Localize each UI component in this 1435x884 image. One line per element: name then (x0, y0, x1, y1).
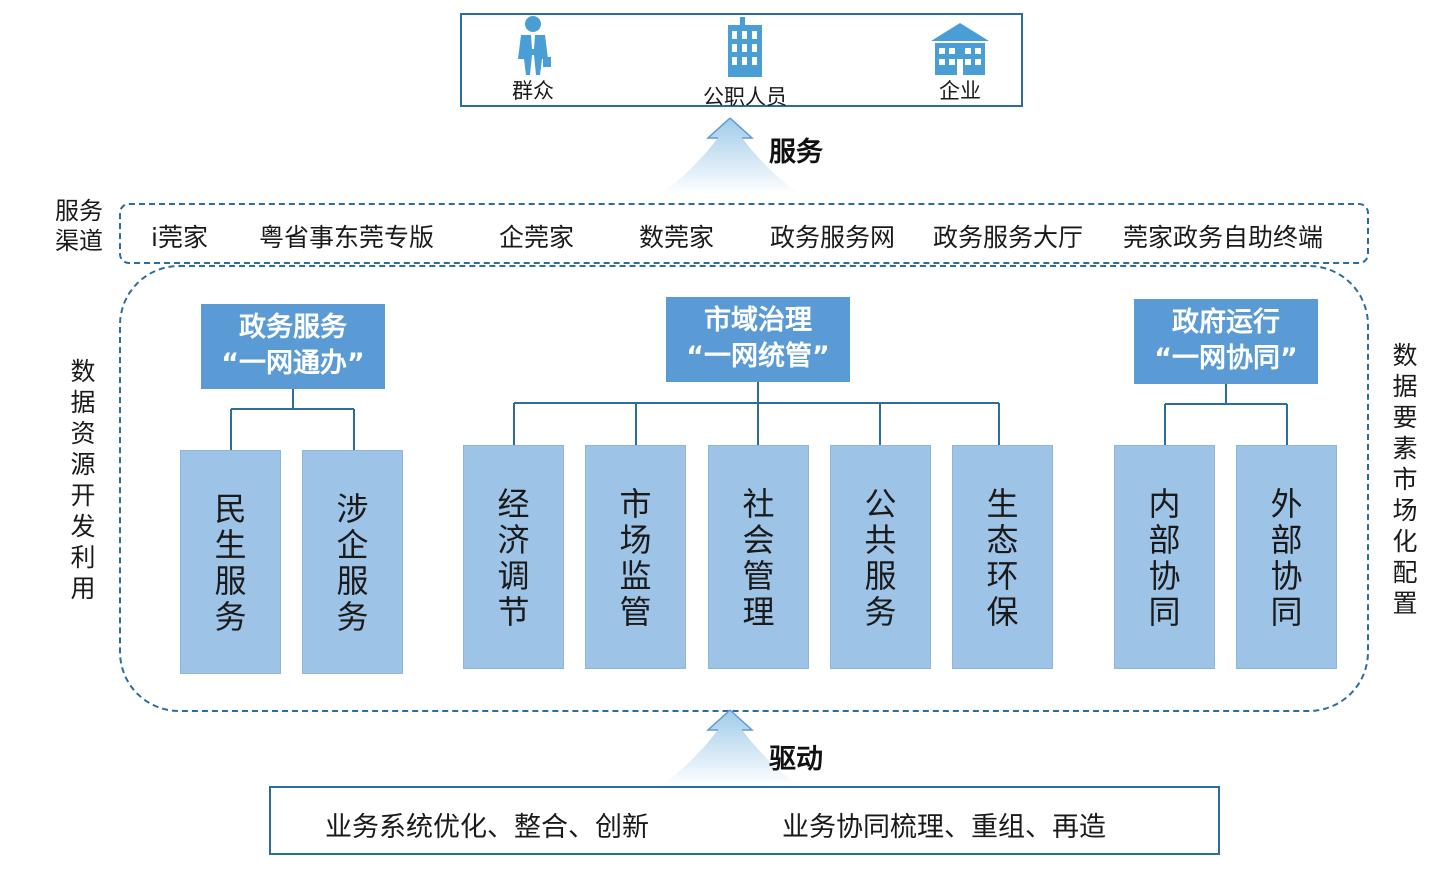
main-container (119, 265, 1369, 712)
leaf-box: 涉企服务 (302, 450, 403, 674)
service-up-arrow-icon (660, 117, 800, 194)
actor-label: 企业 (939, 79, 981, 103)
right-side-label: 数据要素市场化配置 (1392, 341, 1418, 618)
leaf-label: 涉企服务 (336, 490, 369, 636)
leaf-label: 民生服务 (214, 490, 247, 636)
channels-title-line: 服务 (55, 197, 103, 225)
leaf-box: 经济调节 (463, 445, 564, 669)
leaf-box: 市场监管 (585, 445, 686, 669)
leaf-label: 社会管理 (742, 485, 775, 631)
leaf-box: 内部协同 (1114, 445, 1215, 669)
group-title: 市域治理 (704, 305, 812, 336)
group-subtitle: “一网通办” (221, 348, 365, 379)
channels-title-line: 渠道 (55, 227, 103, 255)
channel-item: 政务服务大厅 (933, 223, 1084, 252)
office-building-icon (728, 17, 762, 77)
driver-item: 业务系统优化、整合、创新 (325, 812, 649, 843)
left-side-label: 数据资源开发利用 (70, 357, 96, 603)
leaf-box: 生态环保 (952, 445, 1053, 669)
drive-label: 驱动 (769, 744, 823, 775)
channel-item: 政务服务网 (770, 223, 896, 252)
enterprise-building-icon (931, 23, 989, 75)
group-subtitle: “一网统管” (686, 341, 830, 372)
leaf-box: 外部协同 (1236, 445, 1337, 669)
group-title: 政务服务 (239, 312, 347, 343)
leaf-label: 内部协同 (1148, 485, 1181, 631)
channel-item: 粤省事东莞专版 (259, 223, 435, 252)
person-icon (518, 16, 551, 75)
group-title: 政府运行 (1172, 307, 1280, 338)
leaf-box: 公共服务 (830, 445, 931, 669)
leaf-label: 市场监管 (619, 485, 652, 631)
actor-label: 公职人员 (703, 85, 787, 109)
service-recipients-box: 群众 公职人员 企业 (460, 13, 1023, 109)
group-subtitle: “一网协同” (1154, 343, 1298, 374)
channel-item: 莞家政务自助终端 (1123, 223, 1324, 252)
drivers-box: 业务系统优化、整合、创新 业务协同梳理、重组、再造 (269, 786, 1220, 855)
channel-item: i莞家 (151, 223, 208, 252)
leaf-label: 经济调节 (497, 485, 530, 631)
leaf-box: 民生服务 (180, 450, 281, 674)
leaf-label: 生态环保 (986, 485, 1019, 631)
channels-title: 服务 渠道 (55, 196, 103, 256)
service-label: 服务 (769, 137, 823, 168)
group-header-government-services: 政务服务 “一网通办” (201, 304, 385, 389)
channel-item: 数莞家 (639, 223, 715, 252)
group-header-government-operation: 政府运行 “一网协同” (1134, 299, 1318, 384)
drive-up-arrow-icon (660, 709, 800, 786)
actor-public: 群众 (473, 15, 593, 103)
channel-item: 企莞家 (499, 223, 575, 252)
driver-item: 业务协同梳理、重组、再造 (782, 812, 1106, 843)
leaf-label: 外部协同 (1270, 485, 1303, 631)
actor-officials: 公职人员 (685, 15, 805, 109)
actor-label: 群众 (512, 79, 554, 103)
leaf-box: 社会管理 (708, 445, 809, 669)
group-header-urban-governance: 市域治理 “一网统管” (666, 297, 850, 382)
channels-box: i莞家 粤省事东莞专版 企莞家 数莞家 政务服务网 政务服务大厅 莞家政务自助终… (119, 203, 1369, 264)
leaf-label: 公共服务 (864, 485, 897, 631)
actor-enterprise: 企业 (900, 15, 1020, 103)
